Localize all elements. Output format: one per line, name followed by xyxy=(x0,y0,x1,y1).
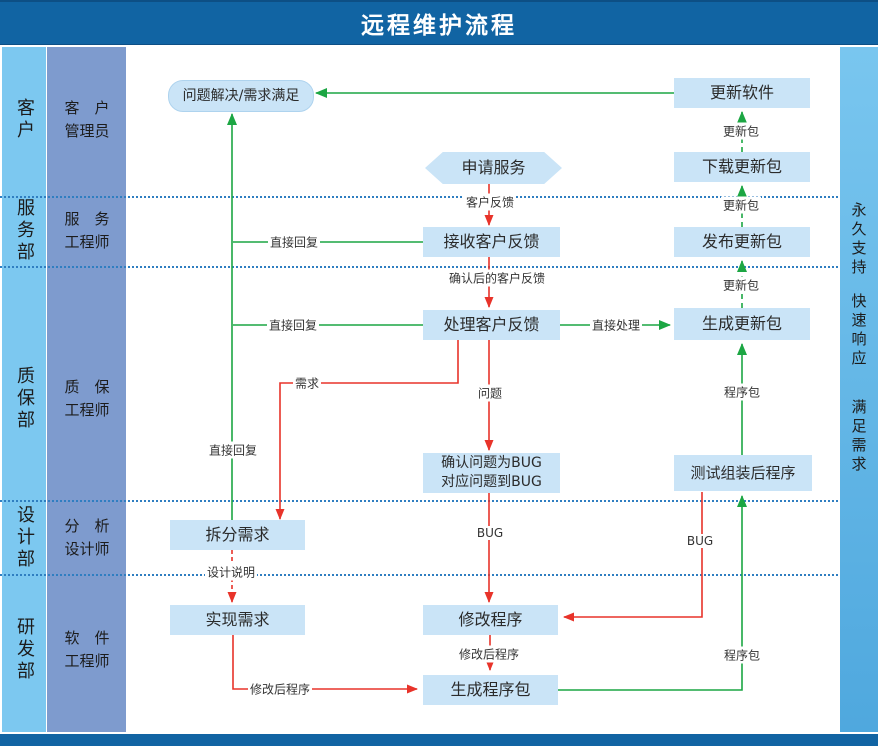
role-line: 分 析 xyxy=(64,516,110,535)
node-process-feedback: 处理客户反馈 xyxy=(423,310,560,340)
lane-dept-qa: 质保部 xyxy=(14,366,35,432)
lane-role-customer-admin: 客 户管理员 xyxy=(64,97,109,144)
edge-label-confirmed-feedback: 确认后的客户反馈 xyxy=(446,269,548,287)
role-line: 服 务 xyxy=(64,209,110,228)
node-publish-update: 发布更新包 xyxy=(674,227,810,257)
lane-dept-design: 设计部 xyxy=(14,505,35,571)
role-line: 管理员 xyxy=(64,122,110,140)
lane-dept-service: 服务部 xyxy=(14,198,35,264)
node-modify-program: 修改程序 xyxy=(423,605,558,635)
node-implement-requirement: 实现需求 xyxy=(170,605,305,635)
edge-label-requirement: 需求 xyxy=(292,374,322,392)
slogan-permanent-support: 永久支持 xyxy=(849,202,868,278)
role-line: 工程师 xyxy=(64,233,110,251)
edge-implement-to-package xyxy=(232,635,418,694)
right-sidebar xyxy=(840,47,878,732)
node-split-requirement: 拆分需求 xyxy=(170,520,305,550)
node-update-software: 更新软件 xyxy=(674,78,810,108)
bottom-bar xyxy=(0,734,878,746)
confirm-bug-line1: 确认问题为BUG xyxy=(441,455,542,472)
node-confirm-bug: 确认问题为BUG 对应问题到BUG xyxy=(423,453,560,493)
role-line: 软 件 xyxy=(64,628,110,647)
edge-label-program-package-2: 程序包 xyxy=(721,646,763,664)
edge-label-customer-feedback: 客户反馈 xyxy=(463,193,517,211)
edge-label-direct-handle: 直接处理 xyxy=(589,316,643,334)
lane-role-software-engineer: 软 件工程师 xyxy=(64,627,109,674)
confirm-bug-line2: 对应问题到BUG xyxy=(441,474,542,490)
node-download-update: 下载更新包 xyxy=(674,152,810,182)
role-line: 工程师 xyxy=(64,401,110,419)
edge-process-to-split xyxy=(275,340,459,520)
node-test-program: 测试组装后程序 xyxy=(674,455,812,491)
role-line: 质 保 xyxy=(64,377,110,396)
edge-label-update-package-1: 更新包 xyxy=(720,122,762,140)
edge-label-design-spec: 设计说明 xyxy=(204,563,258,581)
edge-label-modified-program-1: 修改后程序 xyxy=(456,645,522,663)
edge-label-update-package-3: 更新包 xyxy=(720,276,762,294)
edge-label-direct-reply-1: 直接回复 xyxy=(267,233,321,251)
node-receive-feedback: 接收客户反馈 xyxy=(423,227,560,257)
role-line: 设计师 xyxy=(64,540,110,558)
edge-package-to-test xyxy=(558,495,747,691)
slogan-fast-response: 快速响应 xyxy=(849,293,868,369)
edge-label-bug-2: BUG xyxy=(684,534,716,548)
slogan-meet-needs: 满足需求 xyxy=(849,399,868,475)
edge-label-bug-1: BUG xyxy=(474,526,506,540)
lane-dept-rnd: 研发部 xyxy=(14,617,35,683)
title-bar: 远程维护流程 xyxy=(0,0,878,45)
lane-divider-3 xyxy=(0,500,838,502)
node-request-service: 申请服务 xyxy=(425,152,562,184)
lane-role-qa-engineer: 质 保工程师 xyxy=(64,376,109,423)
lane-role-service-engineer: 服 务工程师 xyxy=(64,208,109,255)
lane-role-analyst-designer: 分 析设计师 xyxy=(64,515,109,562)
role-line: 工程师 xyxy=(64,652,110,670)
node-generate-package: 生成程序包 xyxy=(423,675,558,705)
edge-label-direct-reply-3: 直接回复 xyxy=(206,441,260,459)
node-generate-update: 生成更新包 xyxy=(674,308,810,340)
lane-divider-2 xyxy=(0,266,838,268)
lane-divider-4 xyxy=(0,574,838,576)
edge-test-to-modify xyxy=(563,492,703,622)
node-problem-resolved: 问题解决/需求满足 xyxy=(168,80,314,112)
edge-label-update-package-2: 更新包 xyxy=(720,196,762,214)
page-title: 远程维护流程 xyxy=(361,12,517,39)
edge-label-program-package-1: 程序包 xyxy=(721,383,763,401)
edge-label-modified-program-2: 修改后程序 xyxy=(247,680,313,698)
lane-divider-1 xyxy=(0,196,838,198)
role-column xyxy=(47,47,126,732)
edge-label-direct-reply-2: 直接回复 xyxy=(266,316,320,334)
lane-dept-customer: 客户 xyxy=(14,98,35,142)
role-line: 客 户 xyxy=(64,98,110,117)
department-column xyxy=(2,47,46,732)
edge-label-issue: 问题 xyxy=(475,384,505,402)
